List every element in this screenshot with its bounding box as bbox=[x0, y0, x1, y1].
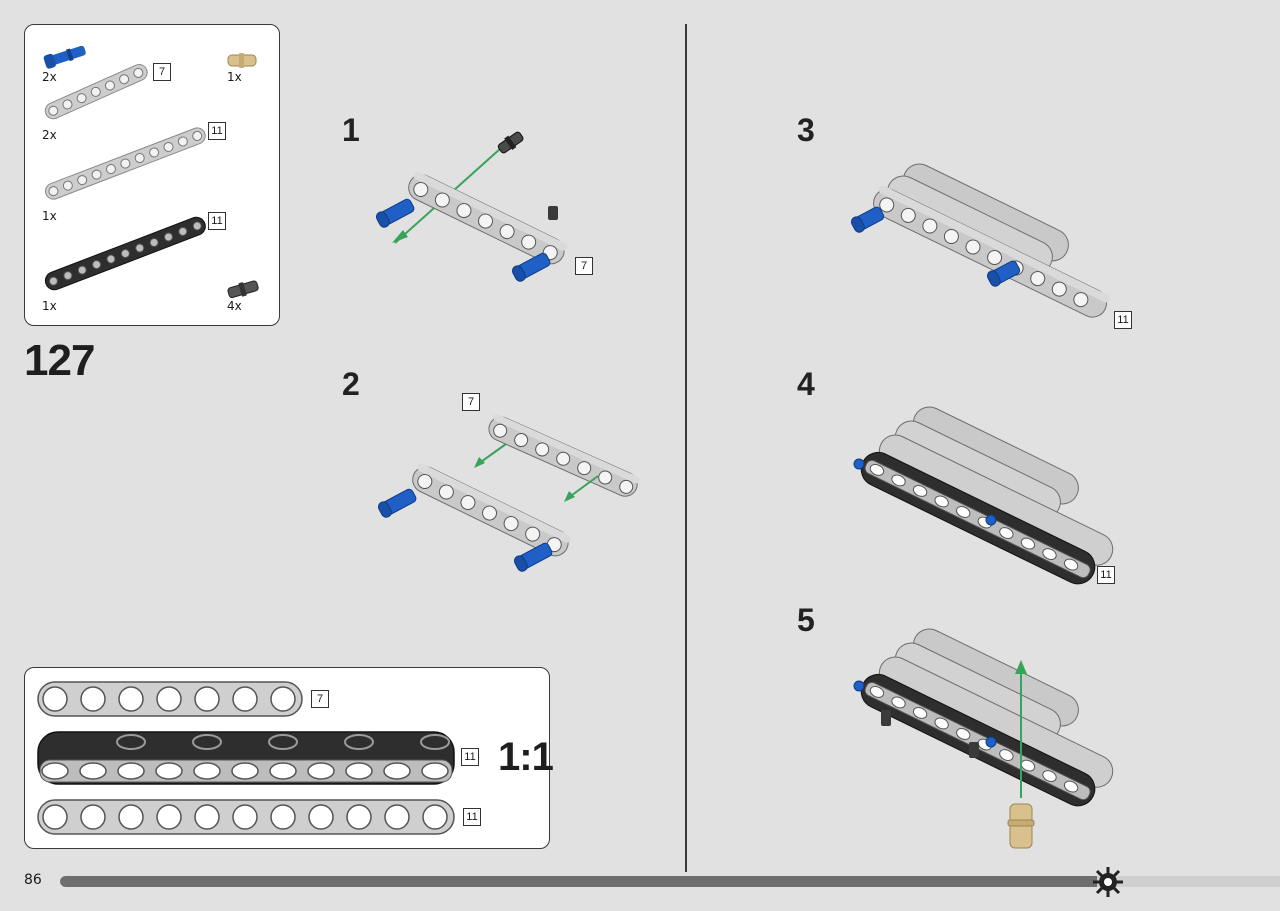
step-3-number: 3 bbox=[797, 112, 815, 148]
liftarm-11-black-icon bbox=[44, 216, 206, 291]
qty-liftarm-11-black: 1x bbox=[42, 299, 57, 313]
liftarm-11-grey-icon bbox=[44, 127, 206, 200]
qty-liftarm-11-grey: 1x bbox=[42, 209, 57, 223]
step-1-number: 1 bbox=[342, 112, 360, 148]
step-4-illustration bbox=[853, 406, 1114, 585]
step-1-length-label: 7 bbox=[575, 257, 593, 275]
qty-dark-pin: 4x bbox=[227, 299, 242, 313]
length-label-7: 7 bbox=[153, 63, 171, 81]
page-number: 86 bbox=[24, 872, 42, 888]
step-4-length-label: 11 bbox=[1097, 566, 1115, 584]
scale-length-label-7: 7 bbox=[311, 690, 329, 708]
step-4-number: 4 bbox=[797, 366, 815, 402]
step-1-illustration bbox=[375, 131, 568, 282]
scale-beam-7 bbox=[37, 681, 303, 717]
step-3-length-label: 11 bbox=[1114, 311, 1132, 329]
step-5-illustration bbox=[853, 628, 1114, 849]
progress-bar-fill bbox=[60, 876, 1097, 887]
scale-ratio: 1:1 bbox=[498, 735, 554, 779]
page-divider bbox=[685, 24, 687, 872]
blue-axle-pin-icon bbox=[43, 45, 86, 69]
length-label-11-black: 11 bbox=[208, 212, 226, 230]
qty-tan-pin: 1x bbox=[227, 70, 242, 84]
tan-pin-icon bbox=[227, 53, 257, 68]
step-2-number: 2 bbox=[342, 366, 360, 402]
step-5-number: 5 bbox=[797, 602, 815, 638]
scale-length-label-11-black: 11 bbox=[461, 748, 479, 766]
qty-liftarm-7: 2x bbox=[42, 128, 57, 142]
dark-pin-icon bbox=[227, 280, 259, 299]
liftarm-7-icon bbox=[44, 64, 148, 120]
qty-blue-axle-pin: 2x bbox=[42, 70, 57, 84]
step-2-illustration bbox=[377, 414, 640, 572]
step-3-illustration bbox=[850, 163, 1110, 318]
main-step-number: 127 bbox=[24, 336, 95, 385]
scale-length-label-11-grey: 11 bbox=[463, 808, 481, 826]
length-label-11-grey: 11 bbox=[208, 122, 226, 140]
scale-beam-11-black bbox=[37, 731, 455, 785]
step-2-length-label: 7 bbox=[462, 393, 480, 411]
scale-beam-11-grey bbox=[37, 799, 455, 835]
sun-gear-icon bbox=[1093, 867, 1123, 897]
progress-bar bbox=[60, 876, 1280, 887]
